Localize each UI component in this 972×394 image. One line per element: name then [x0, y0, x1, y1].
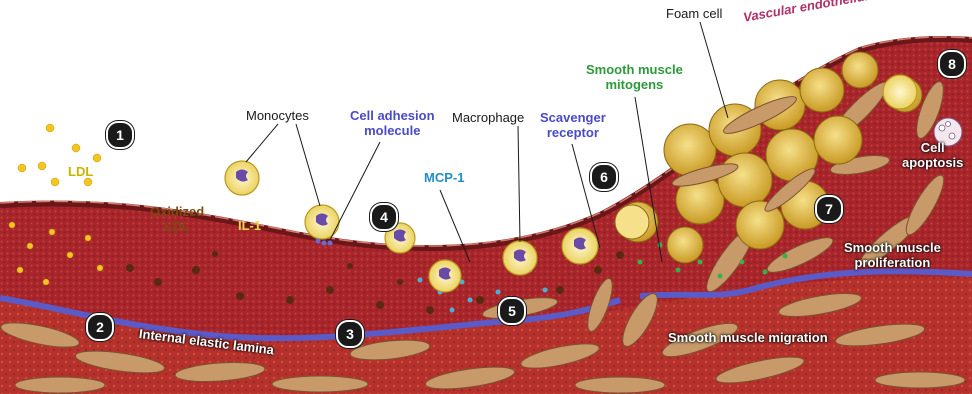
ldl-label: LDL: [68, 164, 93, 179]
mcp1-label: MCP-1: [424, 170, 464, 185]
smooth-muscle-mitogens-label: Smooth muscle mitogens: [586, 62, 683, 92]
macrophage-label: Macrophage: [452, 110, 524, 125]
step-6-badge: 6: [590, 163, 618, 191]
cell-adhesion-molecule-label: Cell adhesion molecule: [350, 108, 435, 138]
step-8-badge: 8: [938, 50, 966, 78]
monocytes-label: Monocytes: [246, 108, 309, 123]
scavenger-receptor-label: Scavenger receptor: [540, 110, 606, 140]
step-7-badge: 7: [815, 195, 843, 223]
oxidized-ldl-label: Oxidized LDL: [150, 204, 204, 234]
smooth-muscle-migration-label: Smooth muscle migration: [668, 330, 828, 345]
step-2-badge: 2: [86, 313, 114, 341]
il1-label: IL-1: [238, 218, 261, 233]
step-3-badge: 3: [336, 320, 364, 348]
step-5-badge: 5: [498, 297, 526, 325]
step-1-badge: 1: [106, 121, 134, 149]
smooth-muscle-proliferation-label: Smooth muscle proliferation: [844, 240, 941, 270]
foam-cell-label: Foam cell: [666, 6, 722, 21]
cell-apoptosis-label: Cell apoptosis: [902, 140, 963, 170]
step-4-badge: 4: [370, 203, 398, 231]
